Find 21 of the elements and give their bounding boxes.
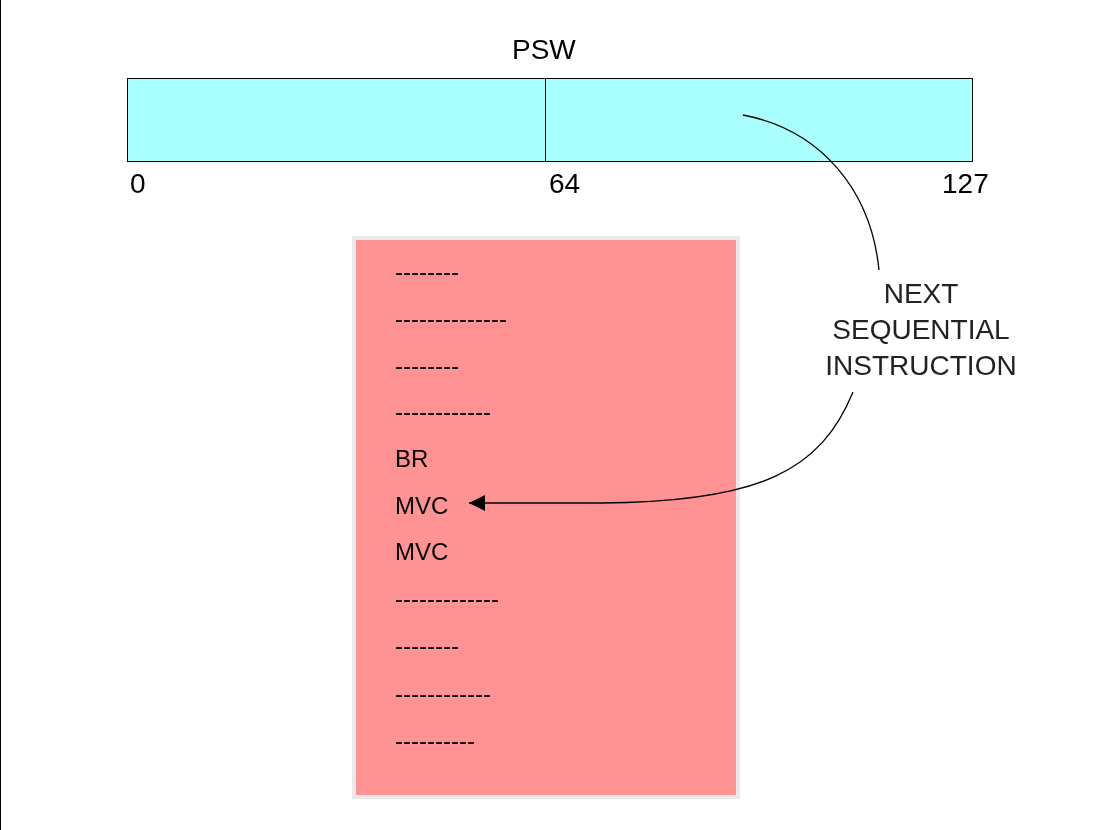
callout-text: NEXT SEQUENTIAL INSTRUCTION bbox=[821, 276, 1021, 384]
code-line: MVC bbox=[395, 492, 449, 520]
tick-label: 0 bbox=[130, 168, 146, 200]
code-line: -------- bbox=[395, 352, 459, 380]
program-listing-box bbox=[352, 236, 740, 799]
arrow bbox=[468, 391, 854, 511]
code-line: MVC bbox=[395, 538, 449, 566]
code-line: ------------ bbox=[395, 398, 491, 426]
code-line: -------- bbox=[395, 632, 459, 660]
tick-label: 64 bbox=[549, 168, 581, 200]
code-line: BR bbox=[395, 445, 429, 473]
register-half bbox=[545, 78, 973, 162]
leader-line bbox=[742, 114, 880, 271]
code-line: ------------ bbox=[395, 680, 491, 708]
bar-title: PSW bbox=[512, 34, 576, 66]
code-line: ---------- bbox=[395, 727, 475, 755]
code-line: -------- bbox=[395, 258, 459, 286]
code-line: -------------- bbox=[395, 305, 507, 333]
register-half bbox=[127, 78, 547, 162]
code-line: ------------- bbox=[395, 585, 499, 613]
tick-label: 127 bbox=[942, 168, 989, 200]
